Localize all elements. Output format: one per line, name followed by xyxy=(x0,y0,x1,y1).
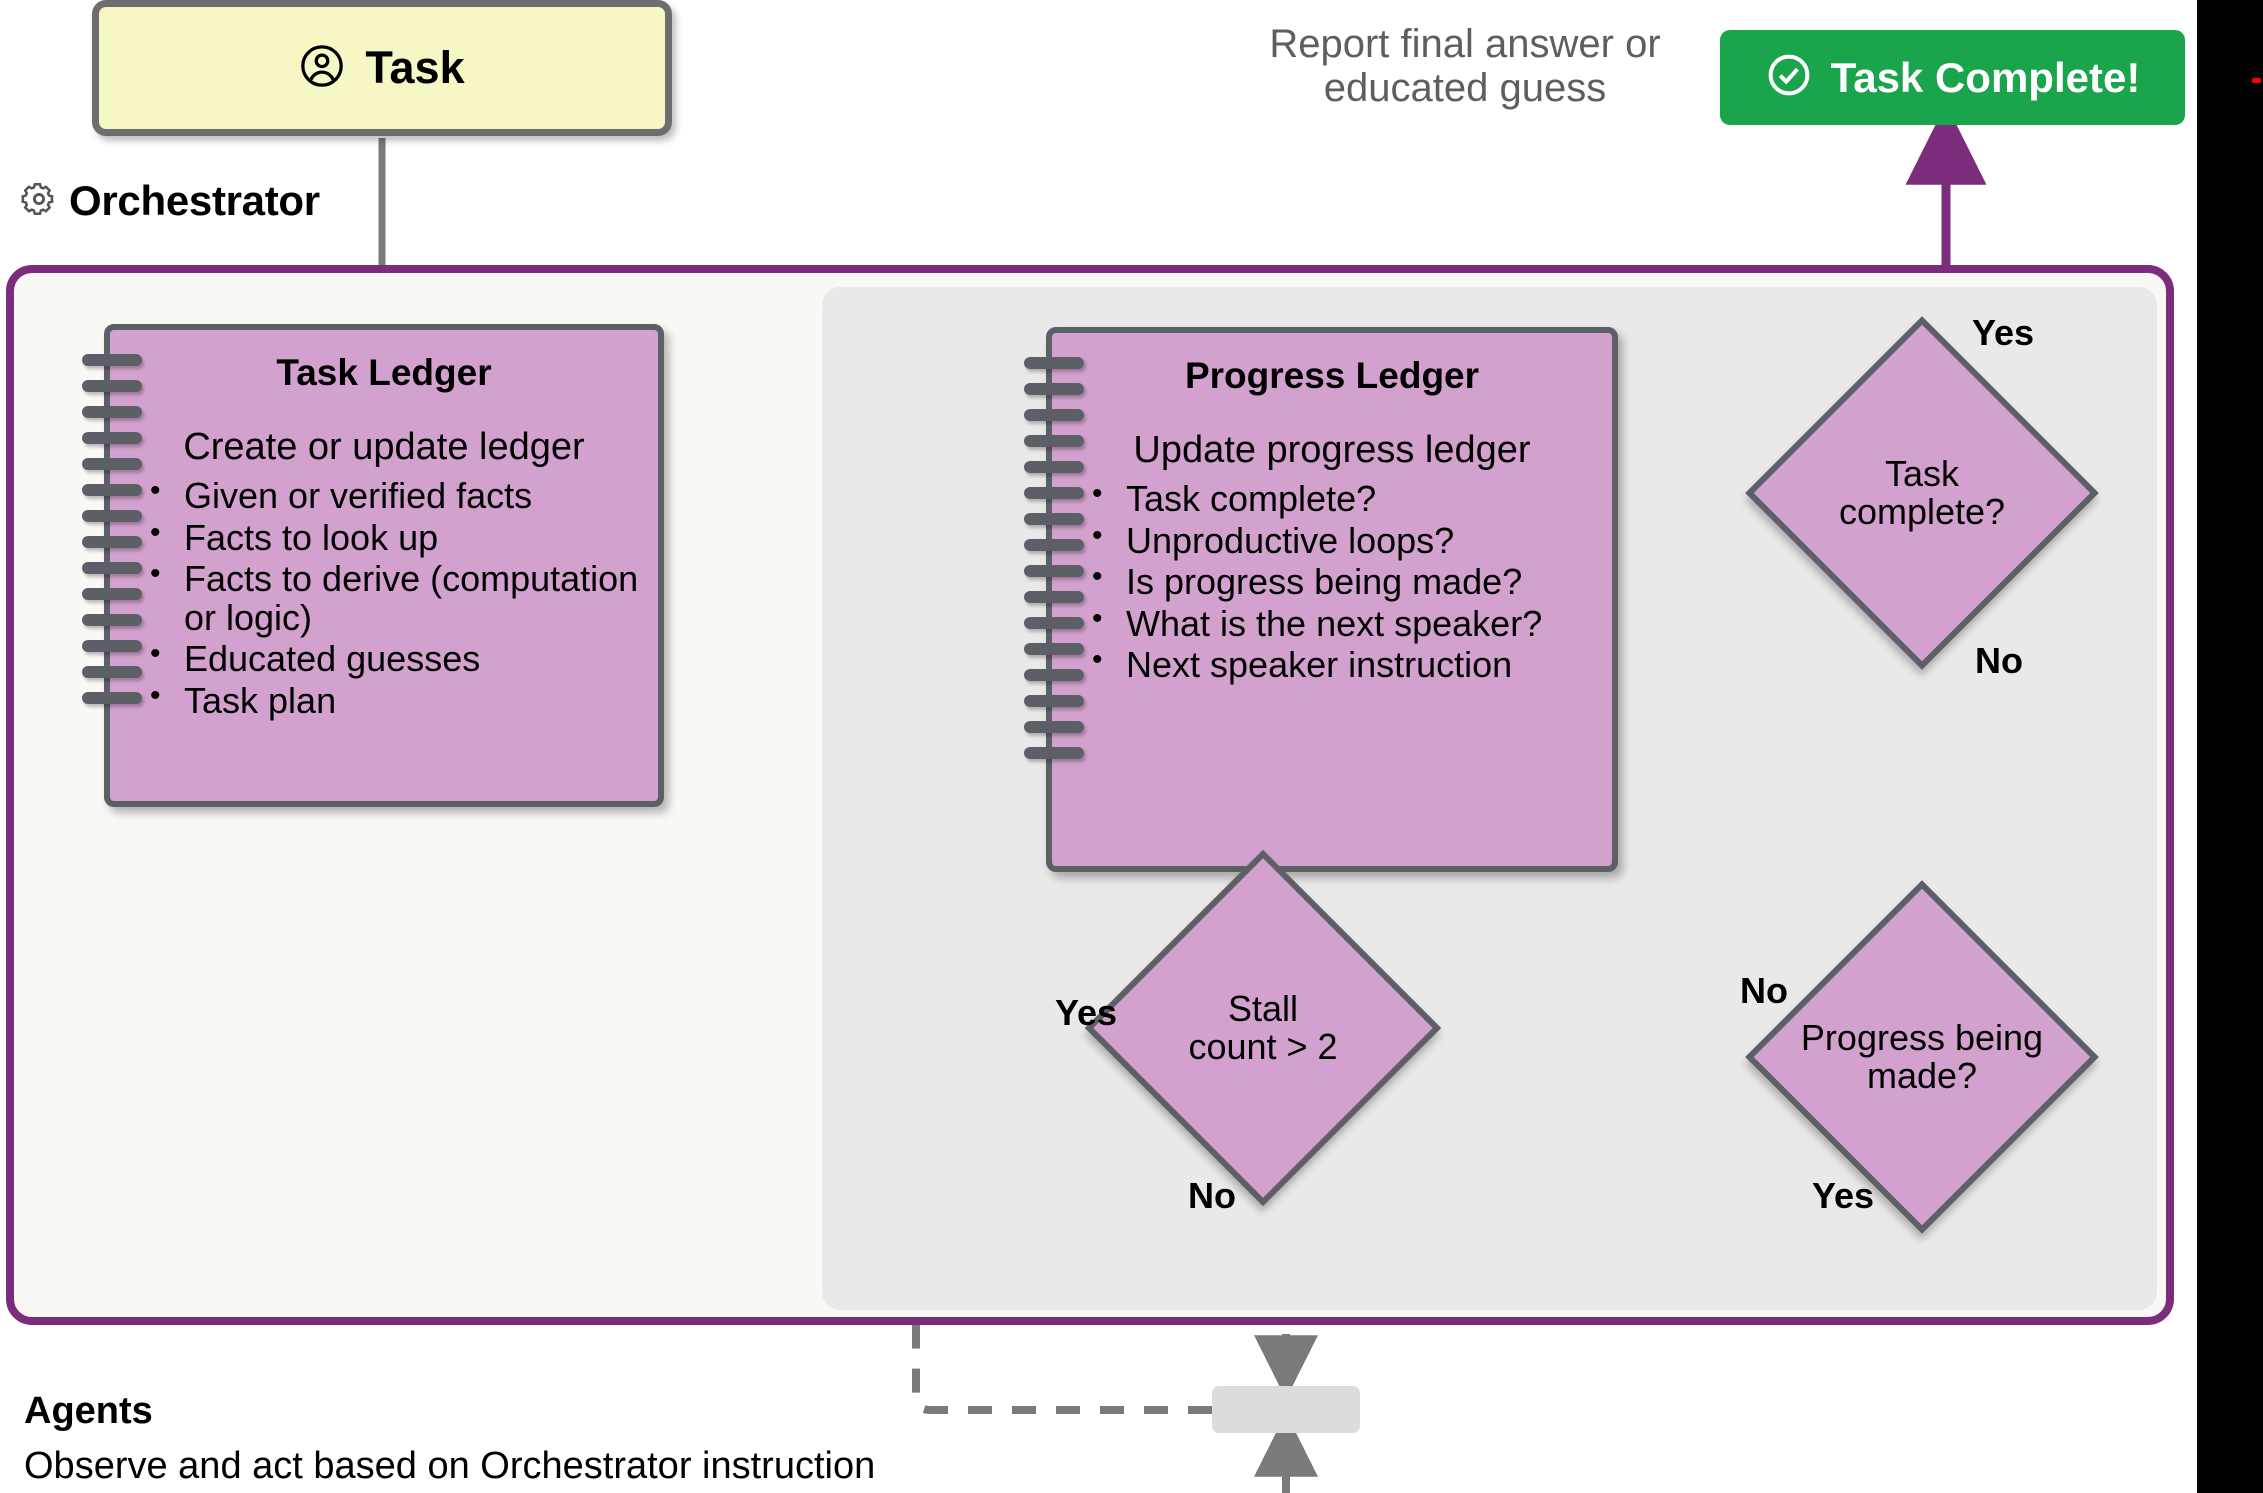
gear-icon xyxy=(20,180,58,223)
decision-progress-label: Progress being made? xyxy=(1800,1016,2044,1096)
decision-stall-label: Stall count > 2 xyxy=(1188,987,1338,1067)
progress-ledger-list: Task complete? Unproductive loops? Is pr… xyxy=(1052,478,1612,685)
report-final-answer-note: Report final answer or educated guess xyxy=(1269,22,1661,110)
edge-label-progress-no: No xyxy=(1740,970,1788,1011)
progress-ledger-card[interactable]: Progress Ledger Update progress ledger T… xyxy=(1024,327,1618,872)
progress-ledger-title: Progress Ledger xyxy=(1184,355,1480,396)
task-input-box[interactable]: Task xyxy=(92,0,672,136)
task-complete-banner[interactable]: Task Complete! xyxy=(1720,30,2185,125)
task-ledger-list: Given or verified facts Facts to look up… xyxy=(110,475,658,721)
decision-task-complete[interactable]: Task complete? xyxy=(1745,316,2099,670)
agents-section-subtitle: Observe and act based on Orchestrator in… xyxy=(24,1445,876,1487)
red-marker-dot xyxy=(2252,78,2261,83)
list-item: Is progress being made? xyxy=(1086,561,1598,602)
check-circle-icon xyxy=(1765,51,1813,104)
task-complete-label: Task Complete! xyxy=(1830,53,2141,101)
edge-label-stall-yes: Yes xyxy=(1055,992,1118,1033)
task-ledger-subtitle: Create or update ledger xyxy=(183,426,585,468)
agents-section-title: Agents xyxy=(24,1390,153,1432)
user-circle-icon xyxy=(299,43,345,94)
decision-progress-being-made[interactable]: Progress being made? xyxy=(1745,880,2099,1234)
list-item: Facts to look up xyxy=(144,517,644,558)
edge-label-progress-yes: Yes xyxy=(1812,1175,1875,1216)
spiral-rings-icon xyxy=(82,354,142,704)
spiral-rings-icon xyxy=(1024,357,1084,759)
progress-ledger-subtitle: Update progress ledger xyxy=(1133,429,1531,471)
list-item: Given or verified facts xyxy=(144,475,644,516)
list-item: Unproductive loops? xyxy=(1086,520,1598,561)
decision-task-complete-label: Task complete? xyxy=(1838,452,2006,532)
task-ledger-card[interactable]: Task Ledger Create or update ledger Give… xyxy=(82,324,664,807)
task-ledger-title: Task Ledger xyxy=(276,352,492,393)
list-item: Task complete? xyxy=(1086,478,1598,519)
task-label: Task xyxy=(365,42,465,93)
list-item: Task plan xyxy=(144,680,644,721)
orchestrator-header: Orchestrator xyxy=(20,177,320,225)
list-item: Facts to derive (computation or logic) xyxy=(144,558,644,637)
list-item: Educated guesses xyxy=(144,638,644,679)
decision-stall-count[interactable]: Stall count > 2 xyxy=(1084,849,1442,1207)
list-item: What is the next speaker? xyxy=(1086,603,1598,644)
list-item: Next speaker instruction xyxy=(1086,644,1598,685)
orchestrator-label: Orchestrator xyxy=(69,177,320,224)
agent-node-placeholder[interactable] xyxy=(1212,1386,1360,1433)
edge-label-stall-no: No xyxy=(1188,1175,1236,1216)
right-gutter xyxy=(2197,0,2263,1493)
edge-label-task-complete-no: No xyxy=(1975,640,2023,681)
edge-label-task-complete-yes: Yes xyxy=(1972,312,2035,353)
